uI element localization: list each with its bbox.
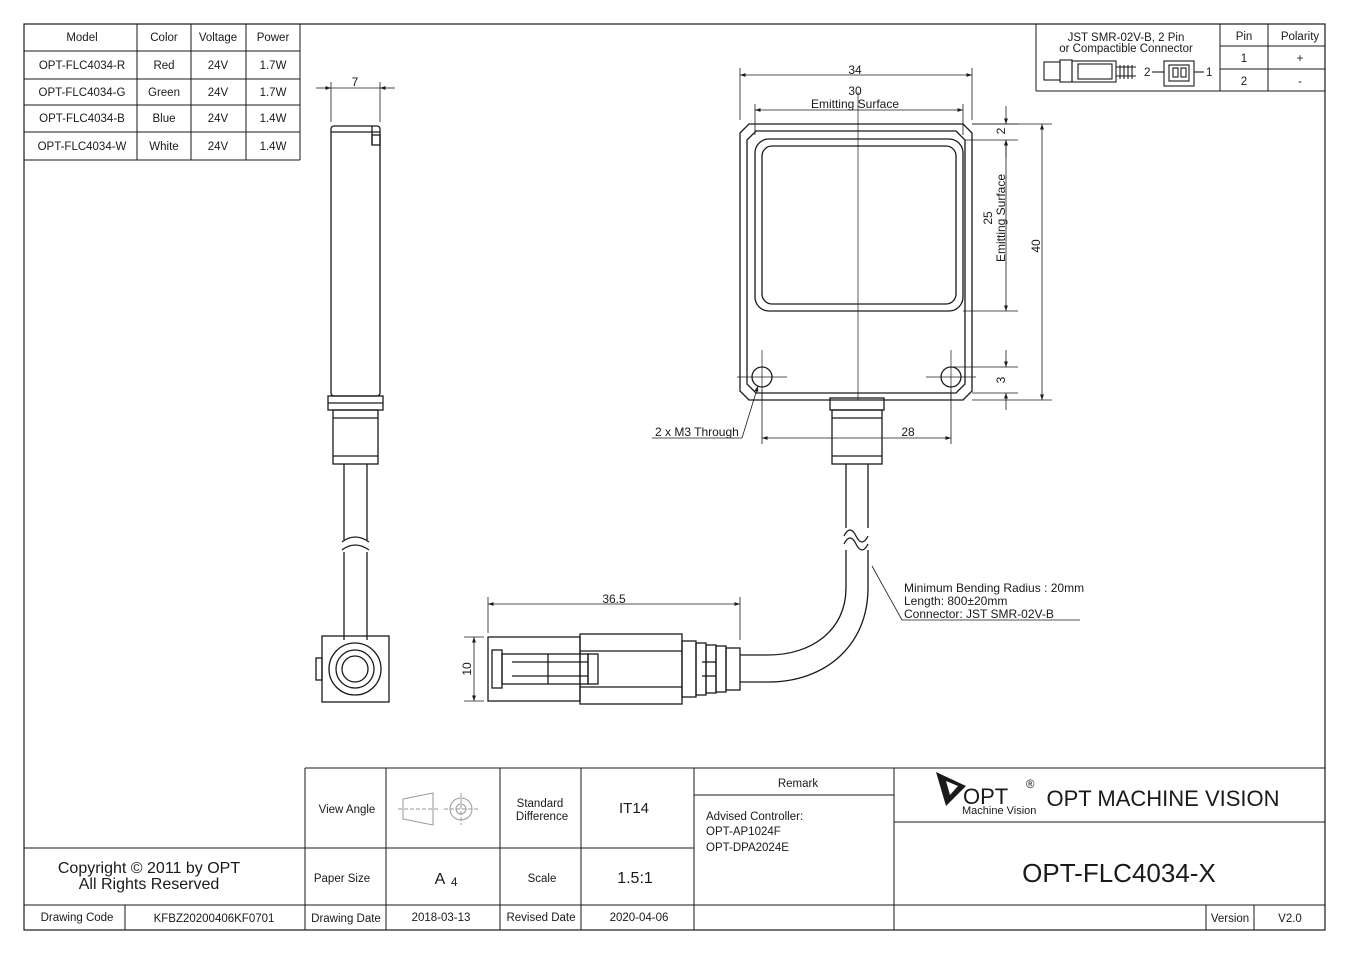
- connector-dimension-lines: [464, 597, 741, 702]
- logo-subtext: Machine Vision: [962, 805, 1036, 817]
- front-cable-assembly: [767, 397, 885, 683]
- connector-pin1-label: 1: [1206, 67, 1212, 79]
- dim-hole-spacing: 28: [901, 425, 915, 439]
- copyright-line2: All Rights Reserved: [79, 876, 220, 893]
- model-table-cell: 24V: [208, 113, 229, 125]
- model-table-cell: OPT-FLC4034-R: [39, 60, 125, 72]
- version-label: Version: [1211, 913, 1249, 925]
- model-table-cell: 1.4W: [260, 113, 287, 125]
- dim-width-total: 34: [848, 63, 862, 77]
- drawing-date-value: 2018-03-13: [412, 912, 471, 924]
- model-table-header-color: Color: [150, 32, 178, 44]
- drawing-border: [23, 23, 1326, 931]
- standard-difference-label-1: Standard: [517, 798, 564, 810]
- model-table-cell: 24V: [208, 60, 229, 72]
- cable-connector: [487, 633, 768, 705]
- dim-emit-width-label: Emitting Surface: [811, 97, 899, 111]
- model-table-cell: OPT-FLC4034-G: [39, 87, 126, 99]
- dim-connector-height: 10: [460, 662, 474, 676]
- cable-notes: Minimum Bending Radius : 20mm Length: 80…: [904, 581, 1084, 621]
- logo-registered: ®: [1026, 779, 1035, 791]
- drawing-code-label: Drawing Code: [41, 912, 114, 924]
- drawing-date-label: Drawing Date: [311, 913, 381, 925]
- scale-label: Scale: [528, 873, 557, 885]
- dim-side-thickness: [316, 82, 395, 122]
- company-name: OPT MACHINE VISION: [1046, 786, 1279, 811]
- revised-date-value: 2020-04-06: [610, 912, 669, 924]
- dim-top-margin: 2: [994, 127, 1008, 134]
- title-block-text: Copyright © 2011 by OPT All Rights Reser…: [41, 778, 1302, 925]
- model-table-header-power: Power: [257, 32, 290, 44]
- version-value: V2.0: [1278, 913, 1302, 925]
- paper-size-sub: 4: [451, 877, 458, 889]
- model-table-cell: 24V: [208, 141, 229, 153]
- cable-note-leader: [871, 565, 1080, 621]
- model-table-cell: 24V: [208, 87, 229, 99]
- dim-connector-length: 36.5: [602, 592, 626, 606]
- dim-height-total: 40: [1029, 239, 1043, 253]
- connector-cell: 2: [1241, 76, 1247, 88]
- front-view: [739, 123, 973, 401]
- connector-title-line1: JST SMR-02V-B, 2 Pin: [1068, 32, 1185, 44]
- side-view: [315, 125, 390, 703]
- connector-title-line2: or Compactible Connector: [1059, 43, 1193, 55]
- connector-header-pin: Pin: [1236, 31, 1253, 43]
- connector-header-polarity: Polarity: [1281, 31, 1320, 43]
- opt-logo: OPT ® Machine Vision: [936, 772, 1036, 817]
- model-table-header-model: Model: [66, 32, 97, 44]
- model-table-cell: 1.4W: [260, 141, 287, 153]
- dim-side-thickness-label: 7: [352, 75, 359, 89]
- model-table-cell: OPT-FLC4034-B: [39, 113, 125, 125]
- model-table-cell: White: [149, 141, 178, 153]
- connector-table-text: JST SMR-02V-B, 2 Pin or Compactible Conn…: [1059, 31, 1319, 88]
- jst-connector-icon: [1043, 59, 1204, 87]
- projection-angle-symbol: [398, 792, 478, 826]
- connector-cell: 1: [1241, 53, 1247, 65]
- drawing-code-value: KFBZ20200406KF0701: [154, 913, 275, 925]
- remark-label: Remark: [778, 778, 819, 790]
- controller-item: OPT-DPA2024E: [706, 842, 789, 854]
- model-table-cell: 1.7W: [260, 87, 287, 99]
- copyright-line1: Copyright © 2011 by OPT: [58, 860, 240, 877]
- cable-note-connector: Connector: JST SMR-02V-B: [904, 607, 1054, 621]
- dim-emit-width: 30: [848, 84, 862, 98]
- front-view-centerlines: [737, 92, 976, 400]
- paper-size-value: A: [435, 871, 446, 888]
- dim-bottom-margin: 3: [994, 376, 1008, 383]
- front-dimension-text: 34 30 Emitting Surface 2 25 Emitting Sur…: [655, 63, 1043, 439]
- model-table-cell: Red: [153, 60, 174, 72]
- controller-item: OPT-AP1024F: [706, 826, 781, 838]
- front-dimension-lines: [652, 68, 1052, 444]
- model-table-text: Model Color Voltage Power OPT-FLC4034-R …: [38, 32, 290, 153]
- connector-cell: +: [1297, 53, 1304, 65]
- logo-text: OPT: [963, 784, 1008, 809]
- connector-pin2-label: 2: [1144, 67, 1150, 79]
- cable-note-bending: Minimum Bending Radius : 20mm: [904, 581, 1084, 595]
- standard-difference-value: IT14: [619, 800, 649, 817]
- dim-emit-height-label: Emitting Surface: [994, 174, 1008, 262]
- model-table-cell: Green: [148, 87, 180, 99]
- paper-size-label: Paper Size: [314, 873, 370, 885]
- model-table-cell: OPT-FLC4034-W: [38, 141, 127, 153]
- model-table: [24, 24, 301, 161]
- model-table-header-voltage: Voltage: [199, 32, 237, 44]
- cable-note-length: Length: 800±20mm: [904, 594, 1007, 608]
- connector-cell: -: [1298, 76, 1302, 88]
- dim-emit-height: 25: [981, 211, 995, 225]
- model-table-cell: 1.7W: [260, 60, 287, 72]
- title-block-lines: [24, 767, 1325, 930]
- advised-controller-label: Advised Controller:: [706, 811, 803, 823]
- standard-difference-label-2: Difference: [516, 811, 568, 823]
- part-number: OPT-FLC4034-X: [1022, 858, 1216, 888]
- dim-holes-label: 2 x M3 Through: [655, 425, 739, 439]
- scale-value: 1.5:1: [617, 870, 653, 887]
- model-table-cell: Blue: [152, 113, 175, 125]
- view-angle-label: View Angle: [319, 804, 376, 816]
- connector-table: [1035, 24, 1325, 92]
- revised-date-label: Revised Date: [506, 912, 575, 924]
